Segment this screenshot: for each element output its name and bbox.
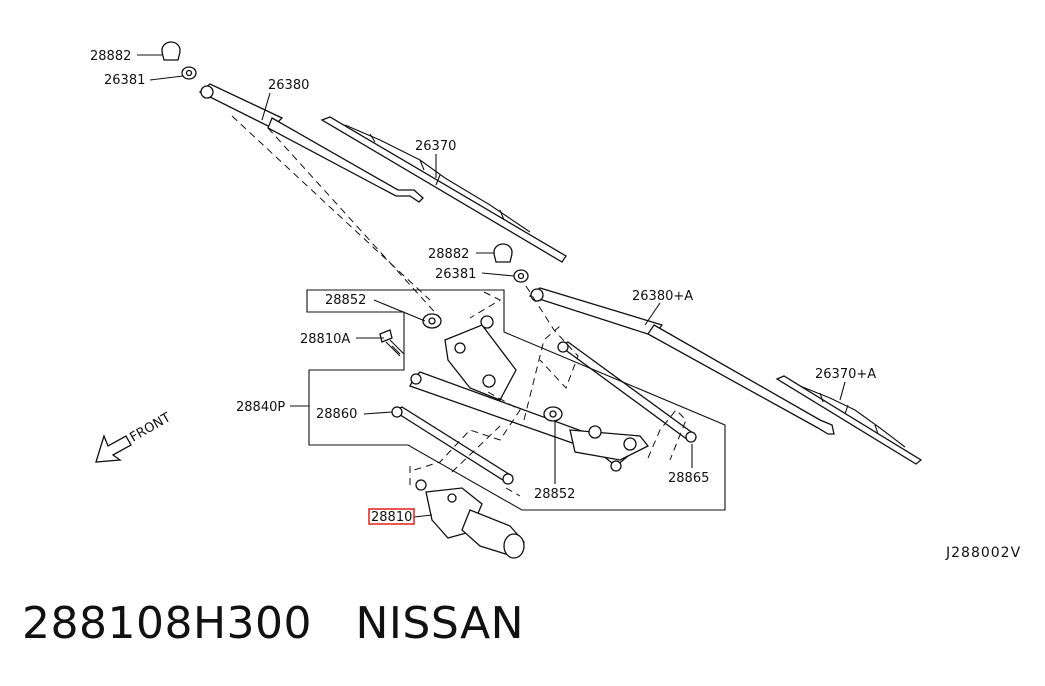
callout-26380: 26380 — [268, 78, 309, 93]
bolt-28810a — [379, 329, 405, 357]
cap-nut-top — [161, 41, 197, 80]
dashed-relations — [231, 115, 687, 497]
callout-28865: 28865 — [668, 471, 709, 486]
callout-28840p: 28840P — [236, 400, 285, 415]
highlight-box — [368, 508, 415, 525]
callout-28852-top: 28852 — [325, 293, 366, 308]
callout-28810: 28810 — [371, 510, 412, 525]
cap-nut-mid — [493, 243, 529, 283]
callout-28810-highlight[interactable]: 28810 — [368, 508, 415, 525]
wiper-blade-left — [320, 116, 567, 263]
front-label: FRONT — [128, 410, 174, 445]
callout-28882-mid: 28882 — [428, 247, 469, 262]
callout-28810a: 28810A — [300, 332, 350, 347]
wiper-parts-diagram: 28882 26381 26380 26370 28882 26381 2638… — [90, 41, 1021, 561]
callout-26381-top: 26381 — [104, 73, 145, 88]
assembly-bracket — [306, 289, 726, 511]
brand-name: NISSAN — [355, 598, 525, 649]
callout-28852-bot: 28852 — [534, 487, 575, 502]
linkage-frame — [391, 313, 697, 485]
diagram-code: J288002V — [945, 545, 1021, 561]
callout-28882-top: 28882 — [90, 49, 131, 64]
callout-28860: 28860 — [316, 407, 357, 422]
leader-lines — [137, 54, 846, 518]
callout-26380a: 26380+A — [632, 289, 693, 304]
wiper-blade-right — [775, 375, 923, 465]
caption: 288108H300 NISSAN — [22, 598, 524, 649]
front-arrow: FRONT — [95, 410, 174, 463]
part-number: 288108H300 — [22, 598, 313, 649]
wiper-motor — [415, 479, 525, 559]
callout-26370a: 26370+A — [815, 367, 876, 382]
callout-26370: 26370 — [415, 139, 456, 154]
wiper-arm-left — [198, 83, 424, 203]
wiper-arm-right — [528, 287, 835, 435]
callout-26381-mid: 26381 — [435, 267, 476, 282]
